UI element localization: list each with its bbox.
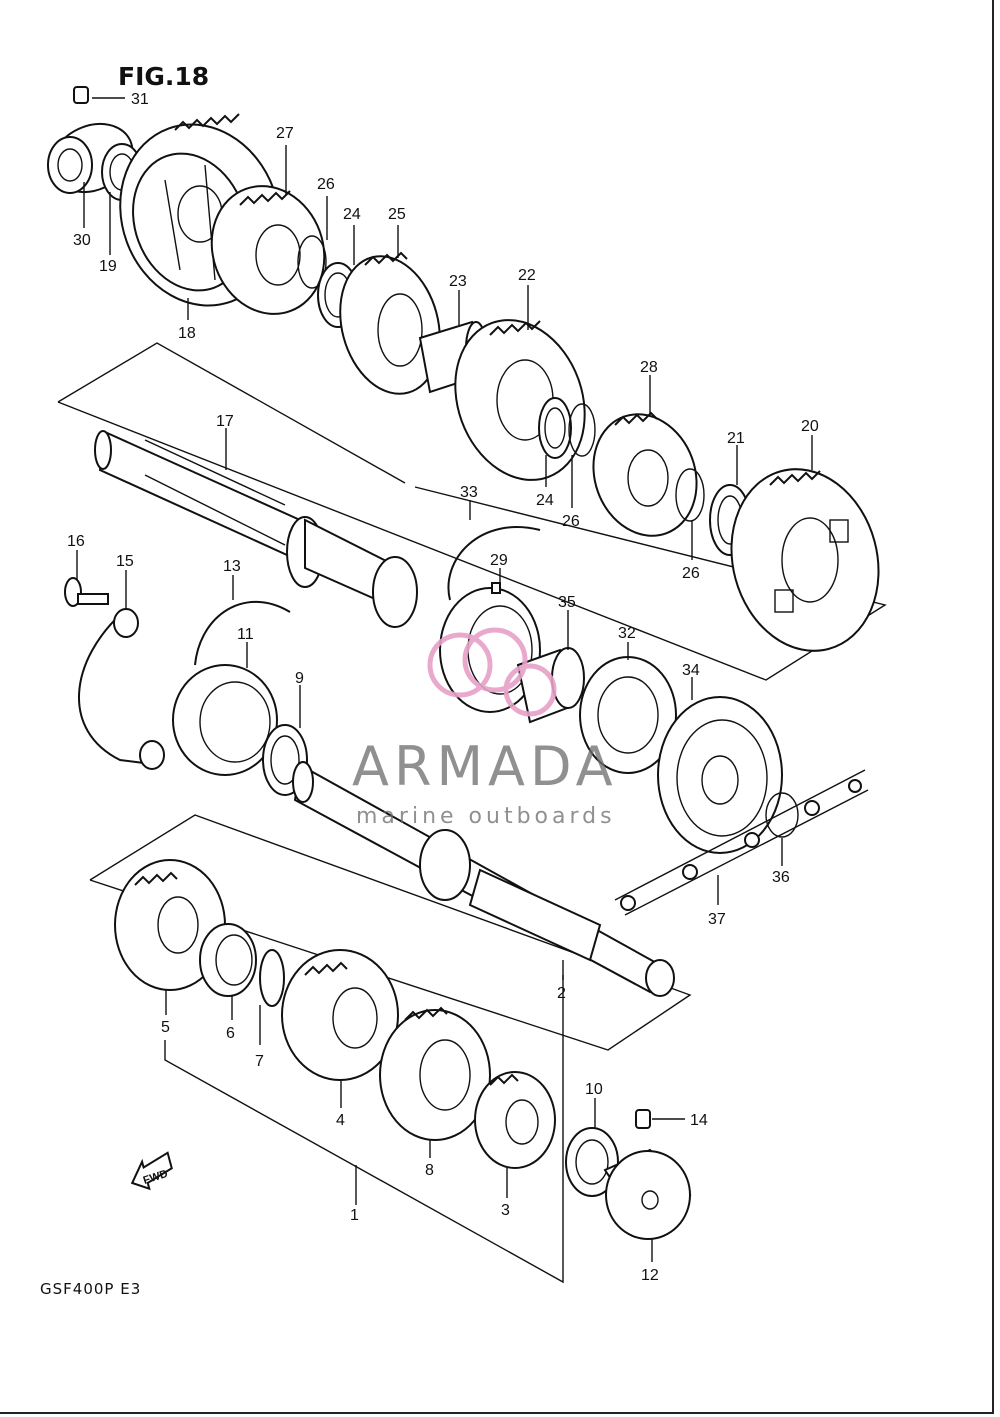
part-28-gear <box>592 411 698 537</box>
part-11-bearing <box>172 664 278 776</box>
callout-26: 26 <box>682 565 700 582</box>
part-24-washer-middle <box>538 397 572 459</box>
part-16-bolt <box>64 577 109 607</box>
forward-direction-arrow: FWD <box>130 1151 173 1191</box>
callout-8: 8 <box>425 1162 434 1179</box>
callout-26: 26 <box>317 176 335 193</box>
callout-34: 34 <box>682 662 700 679</box>
callout-leader-lines <box>76 97 813 1262</box>
callout-19: 19 <box>99 258 117 275</box>
part-20-gear <box>730 468 880 652</box>
callout-30: 30 <box>73 232 91 249</box>
part-36-clip <box>765 792 799 838</box>
callout-6: 6 <box>226 1025 235 1042</box>
model-code: GSF400P E3 <box>40 1280 141 1298</box>
part-26-circlip-middle <box>568 403 596 457</box>
part-8-gear <box>379 1006 491 1141</box>
callout-11: 11 <box>237 626 254 643</box>
callout-27: 27 <box>276 125 294 142</box>
callout-16: 16 <box>67 533 85 550</box>
watermark-tagline: marine outboards <box>356 804 616 829</box>
part-27-gear <box>210 185 326 315</box>
part-26-circlip-lower <box>675 468 705 522</box>
callout-12: 12 <box>641 1267 659 1284</box>
part-2-driveshaft <box>292 761 675 997</box>
callout-28: 28 <box>640 359 658 376</box>
part-26-circlip-upper <box>297 235 327 289</box>
part-12-cap <box>603 1148 692 1240</box>
part-10-oil-seal <box>565 1127 619 1197</box>
assembly-bracket-lines <box>164 975 564 1284</box>
part-4-gear <box>281 949 399 1081</box>
part-32-oil-seal <box>579 656 677 774</box>
callout-31: 31 <box>131 91 149 108</box>
callout-26: 26 <box>562 513 580 530</box>
callout-36: 36 <box>772 869 790 886</box>
callout-20: 20 <box>801 418 819 435</box>
driveshaft-group-frame <box>89 814 692 1051</box>
callout-29: 29 <box>490 552 508 569</box>
part-14-pin <box>635 1109 651 1129</box>
callout-9: 9 <box>295 670 304 687</box>
part-6-bushing <box>199 923 257 997</box>
callout-21: 21 <box>727 430 745 447</box>
callout-labels: 31 30 19 18 27 26 24 25 23 22 24 26 28 2… <box>67 91 819 1284</box>
callout-25: 25 <box>388 206 406 223</box>
callout-35: 35 <box>558 594 576 611</box>
callout-22: 22 <box>518 267 536 284</box>
callout-24: 24 <box>343 206 361 223</box>
callout-24: 24 <box>536 492 554 509</box>
callout-10: 10 <box>585 1081 603 1098</box>
part-7-washer <box>259 949 285 1007</box>
callout-33: 33 <box>460 484 478 501</box>
callout-3: 3 <box>501 1202 510 1219</box>
callout-7: 7 <box>255 1053 264 1070</box>
callout-32: 32 <box>618 625 636 642</box>
part-34-sprocket <box>657 696 783 854</box>
part-33-circlip <box>447 526 541 601</box>
callout-1: 1 <box>350 1207 359 1224</box>
callout-37: 37 <box>708 911 726 928</box>
part-3-gear <box>474 1071 556 1169</box>
callout-15: 15 <box>116 553 134 570</box>
part-15-bearing-stopper <box>77 608 165 770</box>
part-37-drive-chain <box>614 769 869 916</box>
callout-4: 4 <box>336 1112 345 1129</box>
part-17-countershaft <box>94 430 418 628</box>
callout-2: 2 <box>557 985 566 1002</box>
callout-18: 18 <box>178 325 196 342</box>
callout-23: 23 <box>449 273 467 290</box>
callout-17: 17 <box>216 413 234 430</box>
callout-5: 5 <box>161 1019 170 1036</box>
callout-14: 14 <box>690 1112 708 1129</box>
figure-title: FIG.18 <box>118 62 209 91</box>
part-25-gear <box>339 251 441 395</box>
part-13-circlip <box>194 600 291 666</box>
armada-watermark: ARMADA marine outboards <box>352 627 618 829</box>
watermark-brand: ARMADA <box>352 735 618 798</box>
callout-13: 13 <box>223 558 241 575</box>
